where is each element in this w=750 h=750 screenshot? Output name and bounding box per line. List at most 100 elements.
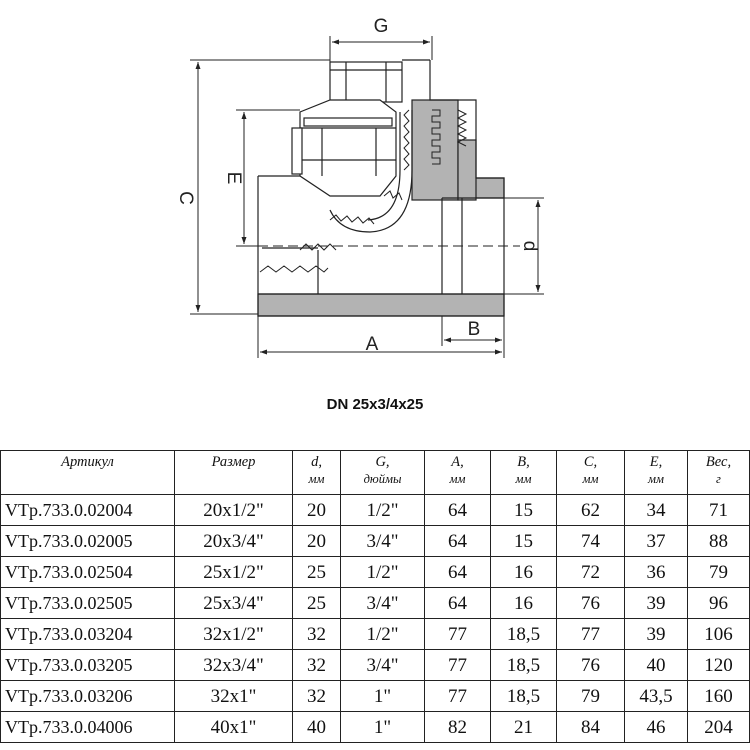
column-header-name: Артикул bbox=[61, 454, 114, 470]
table-cell: 25x1/2" bbox=[174, 556, 293, 588]
column-header: E,мм bbox=[624, 450, 688, 495]
table-cell: 18,5 bbox=[490, 680, 557, 712]
table-cell: 25 bbox=[292, 556, 341, 588]
column-header-unit: мм bbox=[648, 472, 664, 486]
dn-caption: DN 25x3/4x25 bbox=[326, 396, 424, 413]
dim-label-c: C bbox=[175, 191, 196, 205]
table-cell: 77 bbox=[556, 618, 625, 650]
table-cell: VTp.733.0.03204 bbox=[0, 618, 175, 650]
table-cell: 1" bbox=[340, 711, 425, 743]
column-header-name: d, bbox=[311, 454, 322, 470]
table-cell: 36 bbox=[624, 556, 688, 588]
table-cell: 3/4" bbox=[340, 649, 425, 681]
table-cell: 120 bbox=[687, 649, 750, 681]
threaded-insert bbox=[329, 59, 430, 103]
table-cell: 71 bbox=[687, 494, 750, 526]
column-header-unit: мм bbox=[308, 472, 325, 486]
table-cell: 18,5 bbox=[490, 618, 557, 650]
column-header-name: Размер bbox=[211, 454, 256, 470]
dim-label-d: d bbox=[519, 241, 540, 252]
table-cell: 88 bbox=[687, 525, 750, 557]
table-cell: 16 bbox=[490, 587, 557, 619]
dim-label-e: E bbox=[223, 172, 244, 185]
table-cell: 40 bbox=[292, 711, 341, 743]
table-cell: 77 bbox=[424, 680, 491, 712]
column-header: G, дюймы bbox=[340, 450, 425, 495]
table-cell: 40 bbox=[624, 649, 688, 681]
table-cell: 3/4" bbox=[340, 587, 425, 619]
column-header: C, мм bbox=[556, 450, 625, 495]
table-cell: 160 bbox=[687, 680, 750, 712]
table-cell: 96 bbox=[687, 587, 750, 619]
table-cell: VTp.733.0.02004 bbox=[0, 494, 175, 526]
column-header-unit: мм bbox=[582, 472, 599, 486]
column-header: d, мм bbox=[292, 450, 341, 495]
table-cell: 20 bbox=[292, 494, 341, 526]
table-cell: 64 bbox=[424, 525, 491, 557]
table-cell: 20x1/2" bbox=[174, 494, 293, 526]
column-header: Артикул bbox=[0, 450, 175, 495]
table-cell: 64 bbox=[424, 556, 491, 588]
table-cell: 1/2" bbox=[340, 494, 425, 526]
column-header-name: B, bbox=[517, 454, 530, 470]
table-cell: 84 bbox=[556, 711, 625, 743]
column-header-unit: мм bbox=[515, 472, 532, 486]
table-cell: 16 bbox=[490, 556, 557, 588]
column-header: Вес, г bbox=[687, 450, 750, 495]
table-cell: 32x1" bbox=[174, 680, 293, 712]
table-cell: 64 bbox=[424, 494, 491, 526]
table-cell: 79 bbox=[556, 680, 625, 712]
column-header-name: Вес, bbox=[705, 454, 732, 470]
table-cell: 20 bbox=[292, 525, 341, 557]
column-header-name: C, bbox=[583, 454, 598, 470]
table-cell: 21 bbox=[490, 711, 557, 743]
table-cell: 46 bbox=[624, 711, 688, 743]
table-cell: 15 bbox=[490, 525, 557, 557]
hex-nut bbox=[291, 99, 397, 197]
table-cell: 1" bbox=[340, 680, 425, 712]
table-cell: 32 bbox=[292, 680, 341, 712]
column-header-name: A, bbox=[451, 454, 464, 470]
table-cell: 32 bbox=[292, 618, 341, 650]
table-cell: 32x3/4" bbox=[174, 649, 293, 681]
table-cell: 37 bbox=[624, 525, 688, 557]
table-cell: 32 bbox=[292, 649, 341, 681]
column-header-unit: мм bbox=[449, 472, 466, 486]
column-header: Размер bbox=[174, 450, 293, 495]
column-header-name: G, bbox=[375, 454, 390, 470]
table-cell: VTp.733.0.02005 bbox=[0, 525, 175, 557]
table-cell: 64 bbox=[424, 587, 491, 619]
table-cell: 76 bbox=[556, 649, 625, 681]
table-cell: VTp.733.0.02505 bbox=[0, 587, 175, 619]
table-cell: 25x3/4" bbox=[174, 587, 293, 619]
column-header-unit: дюймы bbox=[363, 472, 402, 486]
table-cell: 106 bbox=[687, 618, 750, 650]
table-cell: 74 bbox=[556, 525, 625, 557]
table-cell: 3/4" bbox=[340, 525, 425, 557]
table-cell: 15 bbox=[490, 494, 557, 526]
dimension-lines bbox=[190, 36, 544, 358]
table-cell: 32x1/2" bbox=[174, 618, 293, 650]
table-cell: 18,5 bbox=[490, 649, 557, 681]
table-cell: 204 bbox=[687, 711, 750, 743]
dim-label-b: B bbox=[468, 319, 481, 340]
table-cell: VTp.733.0.04006 bbox=[0, 711, 175, 743]
table-cell: 43,5 bbox=[624, 680, 688, 712]
table-cell: 1/2" bbox=[340, 556, 425, 588]
table-cell: 72 bbox=[556, 556, 625, 588]
tee-fitting-drawing: G C E d B A bbox=[175, 16, 544, 358]
table-cell: 34 bbox=[624, 494, 688, 526]
column-header: B, мм bbox=[490, 450, 557, 495]
table-cell: 39 bbox=[624, 618, 688, 650]
column-header-unit: г bbox=[716, 472, 721, 486]
dim-label-g: G bbox=[374, 16, 389, 37]
